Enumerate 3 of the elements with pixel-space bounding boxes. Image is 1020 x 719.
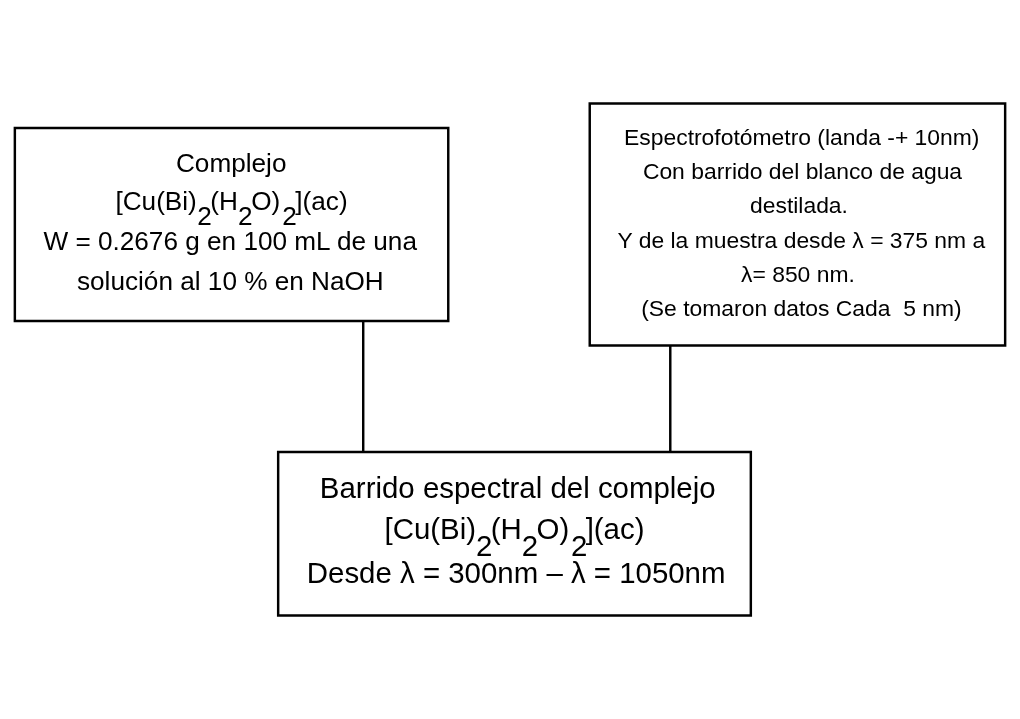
node-box: Espectrofotómetro (landa -+ 10nm) Con barrido del blanco de agua destilada. Y de la muestra desde λ = 375 nm a λ= 850 nm. (Se tomaron datos Cada 5 nm)	[588, 102, 1007, 347]
connector	[362, 321, 365, 452]
connector	[669, 345, 672, 452]
